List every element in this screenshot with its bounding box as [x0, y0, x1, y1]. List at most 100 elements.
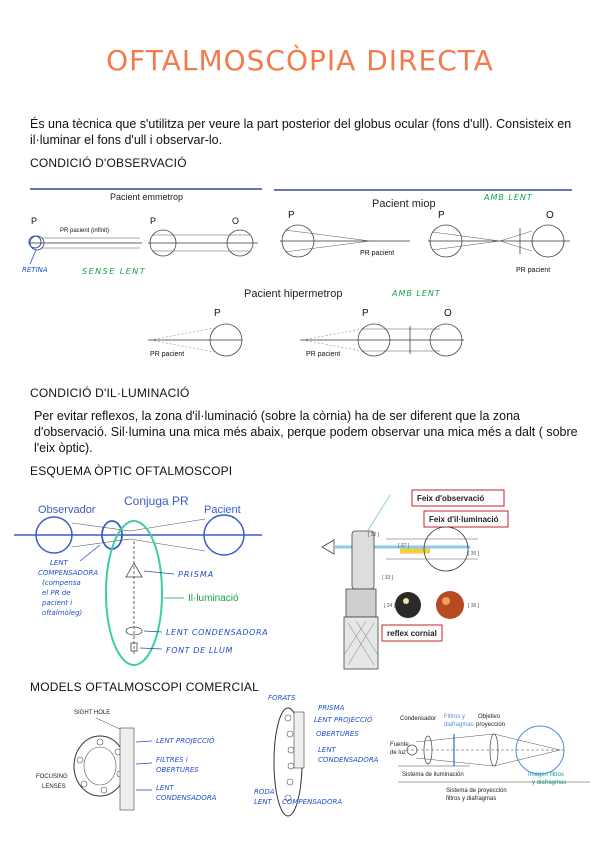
illumination-line-2: d'observació. Sil·lumina una mica més ab… — [34, 425, 578, 439]
hiper-dash-a — [149, 327, 215, 341]
miop-pr: PR pacient — [360, 250, 394, 257]
pacient-label: Pacient — [204, 504, 241, 516]
filtres-label-1: FILTRES i — [156, 756, 188, 764]
filtros-label-1: Filtros y — [444, 714, 465, 720]
condenser-lens-shape — [125, 626, 143, 636]
hiper-dash-b — [149, 339, 215, 353]
lent-comp-6: oftalmòleg) — [42, 609, 83, 617]
focusing-label-1: FOCUSING — [36, 774, 68, 780]
hipermetrop-title: Pacient hipermetrop — [244, 288, 342, 300]
section-observation-heading: CONDICIÓ D'OBSERVACIÓ — [30, 156, 187, 170]
lent-comp-1: LENT — [50, 559, 69, 567]
miop-ray-a — [431, 230, 533, 242]
emmetrop-p2-label: P — [150, 216, 156, 226]
lent-proj-pointer — [135, 740, 153, 743]
objetivo-label-1: Objetivo — [478, 714, 501, 720]
schematic-ray-top — [415, 733, 561, 751]
emmetrop-title: Pacient emmetrop — [110, 192, 183, 202]
sight-hole-label: SIGHT HOLE — [74, 710, 110, 716]
filtros-label-2: diafragmas — [444, 722, 474, 728]
fuente-label-2: de luz — [390, 750, 406, 756]
forats-label: FORATS — [268, 694, 296, 702]
prisma-m-label: PRISMA — [318, 704, 345, 712]
observador-label: Observador — [38, 504, 96, 516]
miop-amb-lent: AMB LENT — [483, 193, 533, 202]
patient-eye-device — [423, 526, 469, 572]
prisma-label: PRISMA — [178, 570, 214, 579]
fuente-label-1: Fuente — [390, 742, 409, 748]
illumination-line-1: Per evitar reflexos, la zona d'il·lumina… — [34, 409, 520, 423]
ophthalmoscope-head — [351, 530, 375, 590]
reflex-box — [381, 624, 443, 642]
corneal-reflex-image — [395, 592, 421, 618]
ophthalmoscope-neck — [345, 588, 377, 618]
font-llum-pointer — [139, 647, 163, 650]
lent-m-label-2: CONDENSADORA — [318, 756, 379, 764]
models-diagram: SIGHT HOLE FOCUSING LENSES LENT PROJECCI… — [36, 694, 590, 817]
aperture-disc-holes — [284, 714, 295, 802]
compensadora-label: COMPENSADORA — [282, 798, 342, 806]
lent-cond-pointer — [143, 630, 163, 633]
feix-obs-label: Feix d'observació — [417, 494, 484, 503]
focusing-label-2: LENSES — [42, 784, 66, 790]
emmetrop-o-label: O — [232, 216, 239, 226]
retina-label: RETINA — [22, 266, 48, 274]
code-33: [ 33 ] — [382, 575, 394, 581]
prism-shape — [125, 562, 143, 578]
lent-cond-label-2: CONDENSADORA — [156, 794, 217, 802]
code-36: [ 36 ] — [468, 603, 480, 609]
feix-obs-box — [411, 489, 505, 507]
hiper-dash-d — [301, 339, 363, 352]
lent-comp-4: el PR de — [42, 589, 71, 597]
schematic-ray-bottom — [415, 749, 561, 767]
miop-title: Pacient miop — [372, 198, 436, 210]
observer-eye-icon — [321, 539, 335, 555]
emmetrop-p-label: P — [31, 216, 37, 226]
lent-cond-label: LENT CONDENSADORA — [166, 628, 268, 637]
code-34: [ 34 ] — [384, 603, 396, 609]
lent-comp-3: (compensa — [42, 579, 81, 587]
optical-scheme-diagram: Observador Conjuga PR Pacient LENT COMPE… — [14, 494, 268, 666]
imagen-label-1: Imagen filtros — [528, 772, 564, 778]
lent-proj-label: LENT PROJECCIÓ — [156, 736, 215, 745]
hiper-o-label: O — [444, 308, 452, 319]
section-optical-heading: ESQUEMA ÒPTIC OFTALMOSCOPI — [30, 464, 233, 478]
feix-ill-label: Feix d'il·luminació — [429, 515, 499, 524]
optic-disc — [442, 597, 450, 605]
retina-highlight-circle — [28, 235, 42, 249]
lent-cond-label-1: LENT — [156, 784, 175, 792]
middle-scope-column — [293, 711, 305, 769]
code-37: [ 37 ] — [398, 543, 410, 549]
lent-comp-pointer — [79, 544, 101, 562]
code-32: [ 32 ] — [368, 532, 380, 538]
miop-o-label: O — [546, 210, 554, 221]
condensador-label: Condensador — [400, 716, 436, 722]
fundus-image — [436, 591, 464, 619]
filtres-label-2: OBERTURES — [156, 766, 199, 774]
hiper-dash-c — [301, 328, 363, 341]
filtres-pointer — [135, 762, 153, 765]
font-llum-label: FONT DE LLUM — [166, 646, 233, 655]
obertures-label: OBERTURES — [316, 730, 359, 738]
page-title: OFTALMOSCÒPIA DIRECTA — [106, 44, 494, 77]
hiper-pr-2: PR pacient — [306, 351, 340, 358]
roda-label-1: RODA — [254, 788, 275, 796]
conjuga-label: Conjuga PR — [124, 494, 189, 508]
device-illustration: Feix d'observació Feix d'il·luminació [ … — [321, 489, 509, 670]
sist-ilum-label: Sistema de iluminación — [402, 772, 464, 778]
illumination-ellipse — [105, 520, 163, 666]
miop-p-label: P — [288, 210, 295, 221]
hiper-pr: PR pacient — [150, 351, 184, 358]
sist-proy-label-2: filtros y diafragmas — [446, 796, 496, 802]
lent-m-label-1: LENT — [318, 746, 337, 754]
handle-knurl — [343, 620, 379, 666]
sense-lent-label: SENSE LENT — [82, 267, 146, 276]
ray-upper — [71, 518, 206, 532]
intro-paragraph: És una tècnica que s'utilitza per veure … — [30, 116, 590, 148]
illumination-paragraph: Per evitar reflexos, la zona d'il·lumina… — [34, 408, 594, 456]
miop-converge — [284, 229, 371, 253]
retina-pointer — [29, 249, 37, 265]
feix-ill-box — [423, 510, 509, 528]
sight-hole-pointer — [95, 717, 123, 731]
hiper-p-label: P — [214, 308, 221, 319]
